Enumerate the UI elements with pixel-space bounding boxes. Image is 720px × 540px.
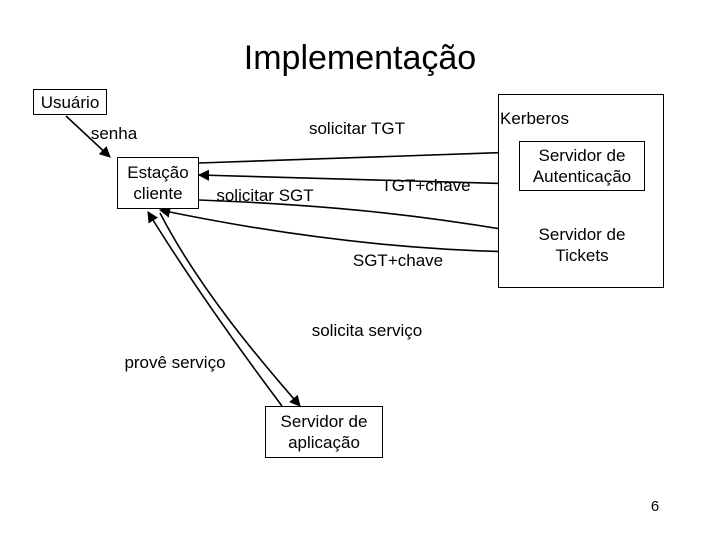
edge-label-senha: senha <box>90 124 138 143</box>
edge-label-sgt-chave: SGT+chave <box>352 251 444 270</box>
node-usuario[interactable]: Usuário <box>33 89 107 115</box>
edge-prove-servico <box>147 211 283 407</box>
edge-label-prove-servico: provê serviço <box>124 353 226 372</box>
edge-solicita-servico <box>159 212 301 407</box>
edge-label-solicitar-sgt: solicitar SGT <box>216 186 314 205</box>
node-kerberos-label: Kerberos <box>500 109 569 128</box>
page-title: Implementação <box>243 39 477 77</box>
edge-sgt-chave <box>158 206 520 253</box>
edge-label-solicitar-tgt: solicitar TGT <box>308 119 406 138</box>
edge-solicitar-tgt <box>198 146 521 164</box>
edge-label-solicita-servico: solicita serviço <box>311 321 423 340</box>
edge-label-tgt-chave: TGT+chave <box>381 176 471 195</box>
page-number: 6 <box>650 498 660 515</box>
